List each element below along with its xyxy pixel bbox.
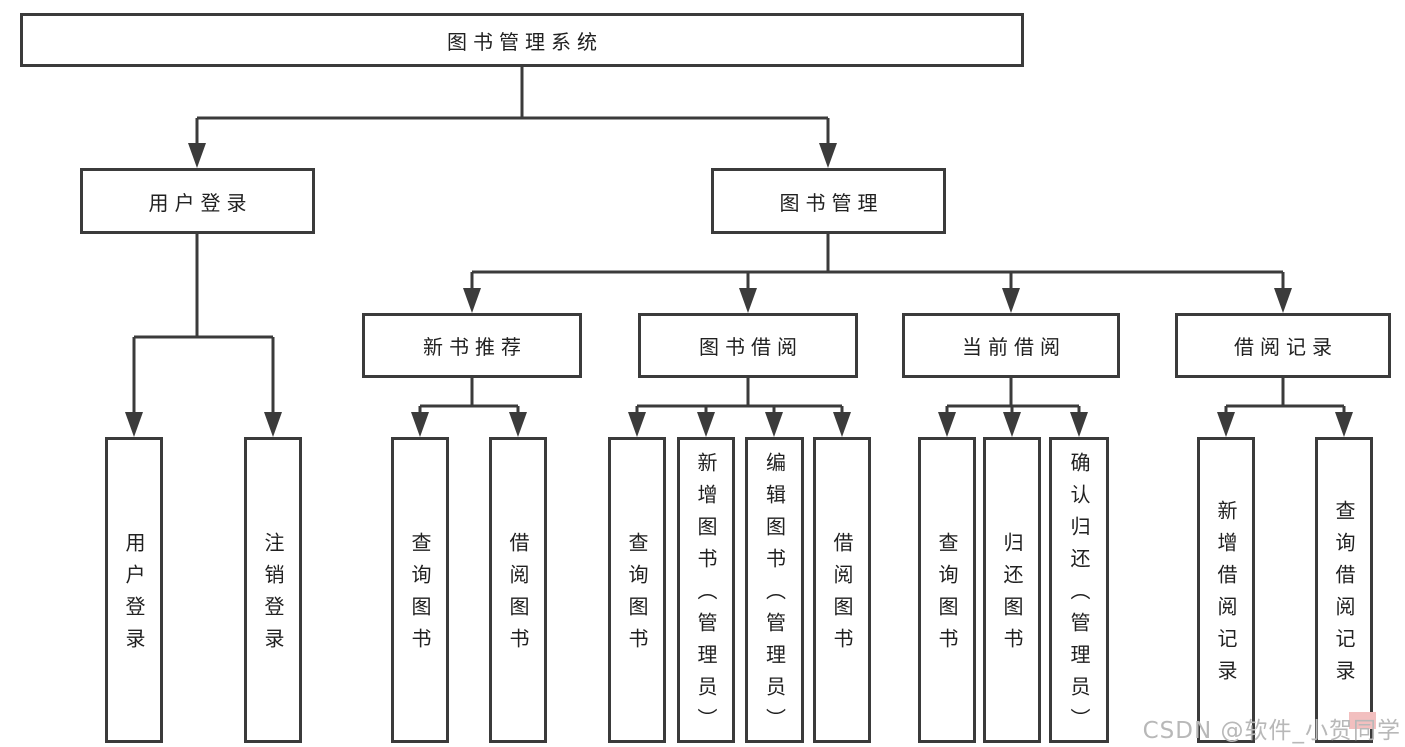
leaf-user-login-label: 用户登录 xyxy=(122,532,146,660)
arrow-icon xyxy=(125,412,143,437)
arrow-icon xyxy=(1003,412,1021,437)
leaf-cb-confirm-return-admin: 确认归还（管理员） xyxy=(1049,437,1109,743)
connector-root-to-level2 xyxy=(195,67,830,145)
node-new-book-recommend-label: 新书推荐 xyxy=(423,335,527,359)
leaf-bb-edit-books-admin-label: 编辑图书（管理员） xyxy=(762,452,787,740)
connector-user-login-to-children xyxy=(132,234,275,414)
arrow-icon xyxy=(188,143,206,168)
arrow-icon xyxy=(411,412,429,437)
arrow-icon xyxy=(819,143,837,168)
connector-new-book-recommend-to-children xyxy=(418,378,520,414)
leaf-bb-add-books-admin-label: 新增图书（管理员） xyxy=(694,452,718,740)
leaf-nbr-query-books: 查询图书 xyxy=(391,437,449,743)
node-user-login: 用户登录 xyxy=(80,168,315,234)
node-root: 图书管理系统 xyxy=(20,13,1024,67)
watermark-highlight xyxy=(1349,712,1376,729)
leaf-br-add-record: 新增借阅记录 xyxy=(1197,437,1255,743)
watermark-text: CSDN @软件_小贺同学 xyxy=(1142,718,1401,744)
arrow-icon xyxy=(833,412,851,437)
connector-borrow-records-to-children xyxy=(1224,378,1346,414)
leaf-nbr-query-books-label: 查询图书 xyxy=(408,532,432,660)
leaf-logout-login: 注销登录 xyxy=(244,437,302,743)
node-root-label: 图书管理系统 xyxy=(447,29,603,54)
arrow-icon xyxy=(628,412,646,437)
connector-current-borrow-to-children xyxy=(945,378,1081,414)
arrow-icon xyxy=(1002,288,1020,313)
node-current-borrow: 当前借阅 xyxy=(902,313,1120,378)
leaf-bb-add-books-admin: 新增图书（管理员） xyxy=(677,437,735,743)
connector-book-management-to-level3 xyxy=(470,234,1285,290)
arrow-icon xyxy=(1274,288,1292,313)
arrow-icon xyxy=(264,412,282,437)
arrow-icon xyxy=(938,412,956,437)
node-user-login-label: 用户登录 xyxy=(148,190,253,215)
leaf-cb-return-books: 归还图书 xyxy=(983,437,1041,743)
connector-book-borrow-to-children xyxy=(635,378,844,414)
arrow-icon xyxy=(1335,412,1353,437)
leaf-bb-borrow-books: 借阅图书 xyxy=(813,437,871,743)
arrow-icon xyxy=(509,412,527,437)
arrow-icon xyxy=(697,412,715,437)
arrow-icon xyxy=(1217,412,1235,437)
leaf-bb-borrow-books-label: 借阅图书 xyxy=(830,532,854,660)
node-current-borrow-label: 当前借阅 xyxy=(962,335,1066,359)
leaf-user-login: 用户登录 xyxy=(105,437,163,743)
node-new-book-recommend: 新书推荐 xyxy=(362,313,582,378)
leaf-nbr-borrow-books: 借阅图书 xyxy=(489,437,547,743)
leaf-bb-edit-books-admin: 编辑图书（管理员） xyxy=(745,437,804,743)
node-book-management: 图书管理 xyxy=(711,168,946,234)
leaf-logout-login-label: 注销登录 xyxy=(261,532,285,660)
arrow-icon xyxy=(739,288,757,313)
node-borrow-records: 借阅记录 xyxy=(1175,313,1391,378)
node-borrow-records-label: 借阅记录 xyxy=(1234,335,1338,359)
arrow-icon xyxy=(765,412,783,437)
leaf-br-query-record: 查询借阅记录 xyxy=(1315,437,1373,743)
leaf-br-query-record-label: 查询借阅记录 xyxy=(1332,500,1356,692)
leaf-nbr-borrow-books-label: 借阅图书 xyxy=(506,532,530,660)
arrow-icon xyxy=(1070,412,1088,437)
arrowheads xyxy=(125,143,1353,437)
node-book-management-label: 图书管理 xyxy=(779,190,884,215)
node-book-borrow: 图书借阅 xyxy=(638,313,858,378)
leaf-cb-return-books-label: 归还图书 xyxy=(1000,532,1024,660)
leaf-cb-query-books-label: 查询图书 xyxy=(935,532,959,660)
leaf-cb-confirm-return-admin-label: 确认归还（管理员） xyxy=(1067,452,1091,740)
arrow-icon xyxy=(463,288,481,313)
leaf-bb-query-books: 查询图书 xyxy=(608,437,666,743)
node-book-borrow-label: 图书借阅 xyxy=(699,335,803,359)
leaf-bb-query-books-label: 查询图书 xyxy=(625,532,649,660)
leaf-cb-query-books: 查询图书 xyxy=(918,437,976,743)
leaf-br-add-record-label: 新增借阅记录 xyxy=(1214,500,1238,692)
